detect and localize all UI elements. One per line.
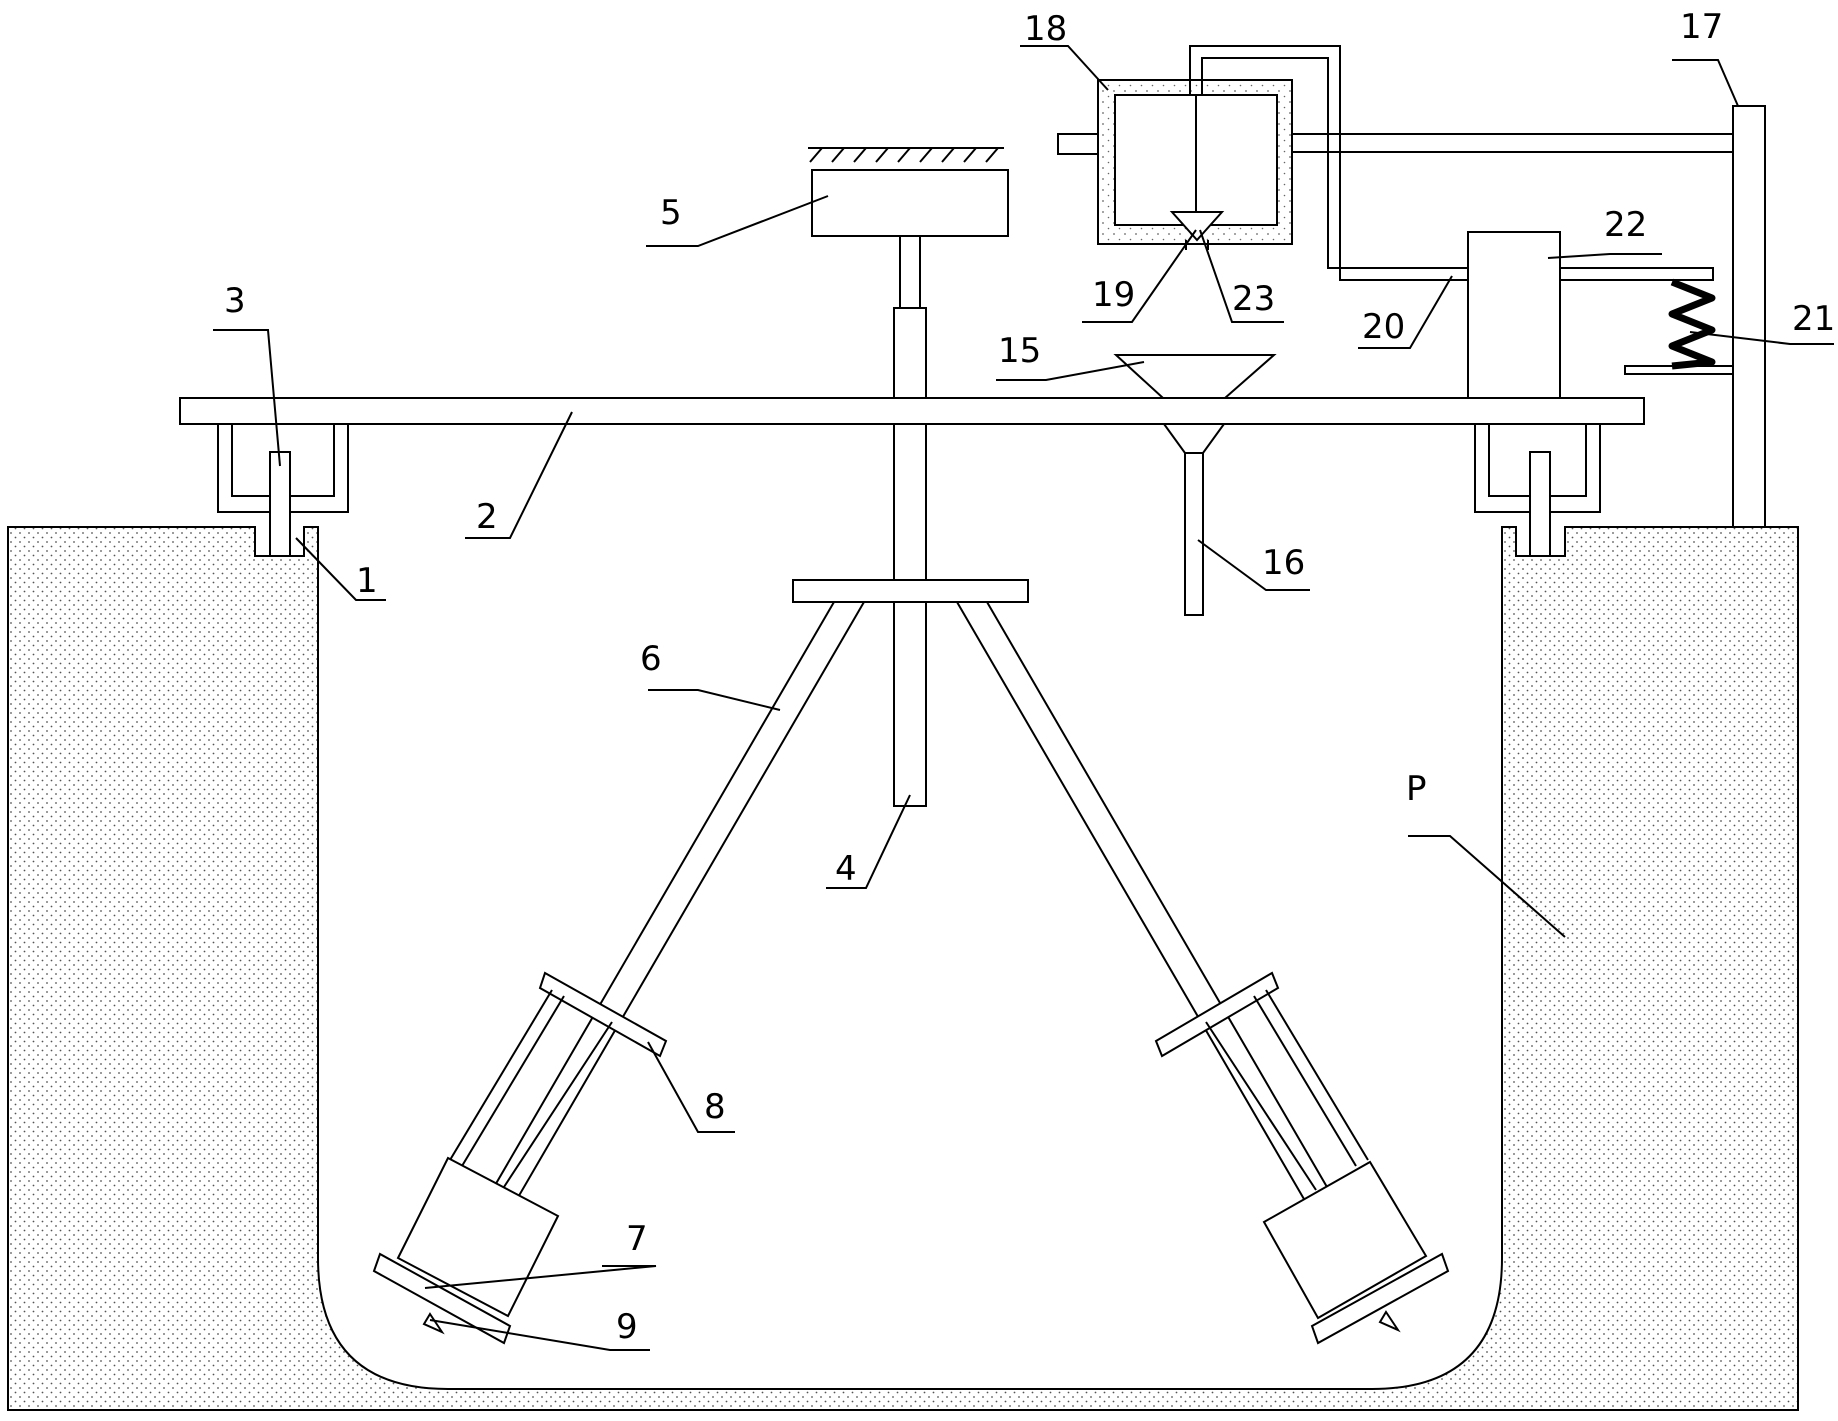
label-23: 23 — [1232, 279, 1275, 319]
soil-ground — [7, 526, 1799, 1411]
label-8: 8 — [704, 1087, 726, 1127]
funnel — [1113, 354, 1277, 399]
label-1: 1 — [356, 561, 378, 601]
hub-plate — [792, 579, 1029, 603]
left-arm — [372, 601, 866, 1345]
spring — [1624, 278, 1734, 375]
label-P: P — [1406, 769, 1427, 809]
lever-arm — [1559, 267, 1714, 281]
label-15: 15 — [998, 331, 1041, 371]
label-22: 22 — [1604, 205, 1647, 245]
label-6: 6 — [640, 639, 662, 679]
right-rail-bracket — [1474, 424, 1601, 557]
label-17: 17 — [1680, 7, 1723, 47]
pipe-loop — [1189, 45, 1468, 281]
label-16: 16 — [1262, 543, 1305, 583]
label-7: 7 — [626, 1219, 648, 1259]
label-18: 18 — [1024, 9, 1067, 49]
main-crossbeam — [179, 397, 1645, 425]
fixed-motor-block — [808, 147, 1009, 237]
label-3: 3 — [224, 281, 246, 321]
upper-rod — [1057, 133, 1734, 155]
leader-lines — [213, 45, 1834, 1351]
pump-block — [1467, 231, 1561, 399]
support-post — [1732, 105, 1766, 528]
vertical-shaft — [893, 235, 927, 807]
right-arm — [955, 601, 1450, 1345]
label-2: 2 — [476, 497, 498, 537]
label-19: 19 — [1092, 275, 1135, 315]
outlet-pipe — [1162, 423, 1226, 616]
label-21: 21 — [1792, 299, 1835, 339]
label-4: 4 — [835, 849, 857, 889]
label-20: 20 — [1362, 307, 1405, 347]
valve — [1169, 211, 1225, 250]
label-5: 5 — [660, 193, 682, 233]
left-rail-bracket — [217, 424, 349, 557]
label-9: 9 — [616, 1307, 638, 1347]
